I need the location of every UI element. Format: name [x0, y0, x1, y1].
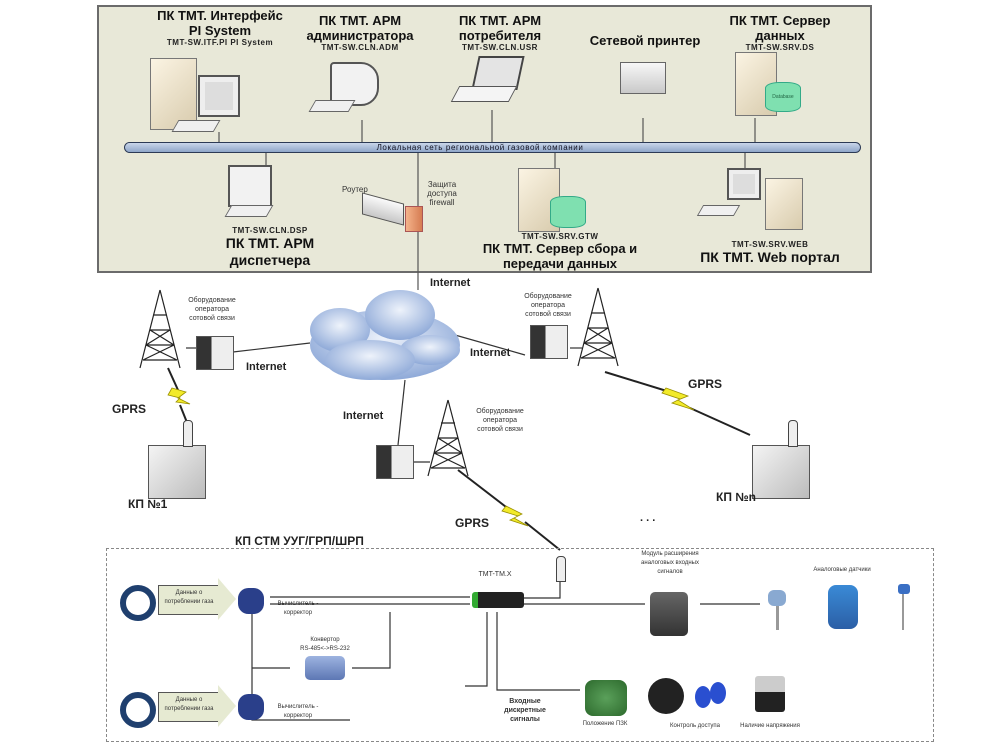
monitor-icon — [198, 75, 240, 117]
monitor-icon — [727, 168, 761, 200]
corrector-icon — [238, 694, 264, 720]
valve-icon — [585, 680, 627, 716]
corrector-label: Вычислитель - корректор — [277, 601, 319, 616]
router-label: Роутер — [342, 185, 368, 194]
voltage-relay-icon — [755, 676, 785, 712]
internet-label: Internet — [246, 361, 287, 373]
lightning-icon — [501, 505, 529, 527]
operator-equipment-icon — [376, 445, 414, 479]
keyboard-icon — [171, 120, 221, 132]
node-web-portal: TMT-SW.SRV.WEB ПК ТМТ. Web портал — [700, 240, 840, 265]
operator-equipment-label: Оборудование оператора сотовой связи — [524, 293, 572, 318]
kpn-label: КП №n — [716, 490, 756, 504]
cell-tower-icon — [139, 289, 181, 369]
desktop-pc-icon — [150, 58, 197, 130]
gas-meter-icon — [120, 585, 156, 621]
printer-icon — [620, 62, 666, 94]
node-dispatcher-workstation: TMT-SW.CLN.DSP ПК ТМТ. АРМ диспетчера — [225, 226, 315, 268]
kp1-label: КП №1 — [128, 497, 168, 511]
temperature-sensor-icon — [898, 584, 910, 594]
converter-icon — [305, 656, 345, 680]
sensor-stem — [776, 606, 779, 630]
pressure-sensor-icon — [768, 590, 786, 606]
keyboard-icon — [224, 205, 274, 217]
cell-tower-icon — [577, 287, 619, 367]
arrow-head — [218, 685, 236, 727]
gprs-line-1a — [167, 367, 179, 391]
gprs-line-3b — [524, 521, 561, 551]
gas-data-arrow: Данные о потреблении газа — [158, 692, 220, 722]
node-admin-workstation: ПК ТМТ. АРМ администратора TMT-SW.CLN.AD… — [306, 13, 414, 52]
discrete-inputs-label: Входные дискретные сигналы — [504, 698, 546, 723]
gprs-line-2a — [604, 371, 671, 393]
firewall-icon — [405, 206, 423, 232]
access-key-icon — [648, 678, 684, 714]
rfid-tag-icon — [695, 686, 711, 708]
internet-label: Internet — [430, 277, 471, 289]
operator-equipment-label: Оборудование оператора сотовой связи — [476, 408, 524, 433]
internet-label: Internet — [470, 347, 511, 359]
database-icon: Database — [765, 82, 801, 112]
building-icon — [148, 445, 206, 499]
gprs-label: GPRS — [688, 377, 723, 391]
kp-stm-title: КП СТМ УУГ/ГРП/ШРП — [235, 534, 364, 548]
lan-bus-label: Локальная сеть региональной газовой комп… — [376, 143, 584, 152]
operator-equipment-label: Оборудование оператора сотовой связи — [188, 297, 236, 322]
converter-label: Конвертор RS-485<->RS-232 — [300, 637, 350, 652]
arrow-head — [218, 578, 236, 620]
workstation-icon — [330, 62, 379, 106]
internet-line-down — [397, 379, 406, 446]
operator-equipment-icon — [196, 336, 234, 370]
kp-stm-frame — [106, 548, 934, 742]
access-label: Контроль доступа — [670, 723, 720, 729]
keyboard-icon — [308, 100, 356, 112]
internet-line-right — [454, 334, 526, 356]
database-icon — [550, 196, 586, 228]
corrector-icon — [238, 588, 264, 614]
lightning-icon — [661, 387, 695, 411]
desktop-icon — [228, 165, 272, 207]
keyboard-icon — [696, 205, 741, 216]
internet-line-left — [232, 342, 311, 353]
internet-label: Internet — [343, 410, 384, 422]
node-network-printer: Сетевой принтер — [589, 33, 701, 48]
ellipsis: . . . — [640, 512, 656, 524]
cell-tower-icon — [427, 399, 469, 477]
sensor-stem — [902, 594, 904, 630]
gprs-line-2b — [689, 407, 751, 436]
analog-sensors-label: Аналоговые датчики — [813, 567, 871, 573]
voltage-label: Наличие напряжения — [740, 723, 800, 729]
node-pi-interface: ПК ТМТ. Интерфейс PI System TMT-SW.ITF.P… — [157, 8, 283, 47]
corrector-label: Вычислитель - корректор — [277, 704, 319, 719]
controller-label: TMT-TM.X — [478, 571, 512, 578]
analog-module-label: Модуль расширения аналоговых входных сиг… — [641, 551, 699, 575]
gprs-label: GPRS — [455, 516, 490, 530]
gprs-line-3a — [457, 469, 511, 511]
web-server-icon — [765, 178, 803, 230]
operator-equipment-icon — [530, 325, 568, 359]
building-icon — [752, 445, 810, 499]
laptop-keyboard-icon — [450, 86, 518, 102]
node-data-server: ПК ТМТ. Сервер данных TMT-SW.SRV.DS — [729, 13, 831, 52]
gprs-label: GPRS — [112, 402, 147, 416]
gas-meter-icon — [120, 692, 156, 728]
lan-frame — [97, 5, 872, 273]
firewall-label: Защита доступа firewall — [427, 180, 457, 207]
node-gateway-server: TMT-SW.SRV.GTW ПК ТМТ. Сервер сбора и пе… — [482, 232, 638, 271]
valve-label: Положение ПЗК — [582, 721, 628, 727]
laptop-icon — [471, 56, 525, 90]
controller-icon — [472, 592, 524, 608]
rfid-tag-icon — [710, 682, 726, 704]
antenna-icon — [788, 420, 798, 447]
analog-module-icon — [650, 592, 688, 636]
antenna-icon — [556, 556, 566, 582]
lightning-icon — [167, 387, 191, 405]
node-consumer-workstation: ПК ТМТ. АРМ потребителя TMT-SW.CLN.USR — [458, 13, 542, 52]
differential-sensor-icon — [828, 585, 858, 629]
lan-bus — [124, 142, 861, 153]
antenna-icon — [183, 420, 193, 447]
internet-cloud-icon — [310, 290, 460, 380]
gas-data-arrow: Данные о потреблении газа — [158, 585, 220, 615]
